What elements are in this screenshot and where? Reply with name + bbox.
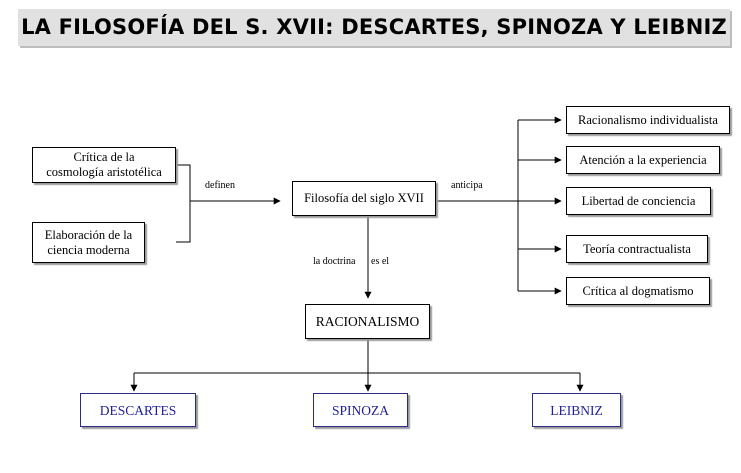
node-elaboracion-ciencia: Elaboración de la ciencia moderna xyxy=(32,222,145,263)
link-label-es-el: es el xyxy=(371,256,390,267)
node-leibniz: LEIBNIZ xyxy=(532,393,621,427)
node-libertad-conciencia: Libertad de conciencia xyxy=(566,187,711,215)
link-label-anticipa: anticipa xyxy=(451,180,483,191)
node-critica-dogmatismo: Crítica al dogmatismo xyxy=(566,277,710,305)
node-critica-cosmologia: Crítica de la cosmología aristotélica xyxy=(32,147,176,183)
node-teoria-contractualista: Teoría contractualista xyxy=(566,235,708,263)
page-title: LA FILOSOFÍA DEL S. XVII: DESCARTES, SPI… xyxy=(21,15,727,39)
node-racionalismo-individualista: Racionalismo individualista xyxy=(566,106,730,134)
title-bar: LA FILOSOFÍA DEL S. XVII: DESCARTES, SPI… xyxy=(18,9,730,46)
node-filosofia-siglo-xvii: Filosofía del siglo XVII xyxy=(292,181,436,216)
link-label-la-doctrina: la doctrina xyxy=(313,256,356,267)
connector-critica xyxy=(176,164,191,243)
node-descartes: DESCARTES xyxy=(80,393,196,427)
node-atencion-experiencia: Atención a la experiencia xyxy=(566,146,720,174)
node-racionalismo: RACIONALISMO xyxy=(305,304,430,339)
node-spinoza: SPINOZA xyxy=(313,393,408,427)
link-label-definen: definen xyxy=(205,180,235,191)
